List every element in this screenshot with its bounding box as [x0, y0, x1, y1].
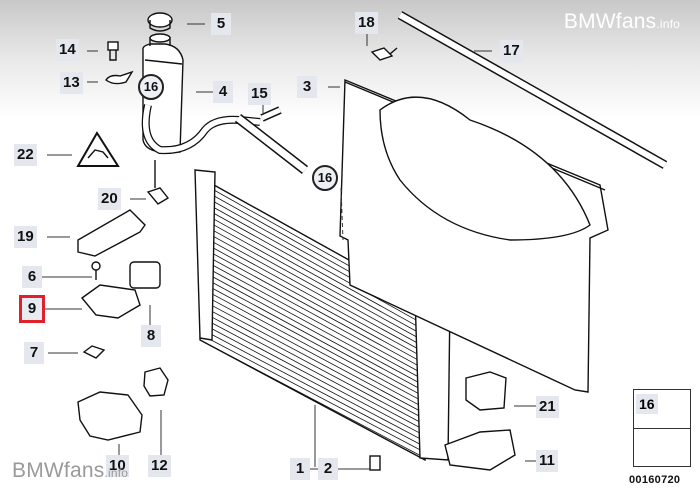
watermark-bottom: BMWfans.info — [12, 459, 128, 483]
radiator-fin — [203, 224, 428, 349]
callout-21[interactable]: 21 — [536, 396, 559, 418]
radiator-fin — [200, 328, 426, 448]
bushing[interactable] — [143, 367, 169, 397]
callout-4[interactable]: 4 — [213, 81, 233, 103]
air-duct[interactable] — [444, 429, 516, 471]
callout-1[interactable]: 1 — [290, 458, 310, 480]
screw[interactable] — [107, 41, 119, 61]
radiator-fin — [204, 207, 428, 333]
watermark-brand: BMWfans — [563, 10, 657, 33]
radiator-fin — [202, 242, 428, 366]
callout-16-circle[interactable]: 16 — [138, 74, 164, 100]
callout-17[interactable]: 17 — [500, 40, 523, 62]
callout-16-circle[interactable]: 16 — [312, 165, 338, 191]
expansion-tank[interactable] — [142, 33, 184, 153]
radiator-fin — [201, 276, 427, 399]
cap[interactable] — [147, 12, 173, 32]
callout-22[interactable]: 22 — [14, 144, 37, 166]
callout-15[interactable]: 15 — [248, 83, 271, 105]
callout-19[interactable]: 19 — [14, 226, 37, 248]
radiator-fin — [203, 219, 428, 344]
fan-shroud[interactable] — [339, 78, 609, 393]
radiator-fin — [203, 236, 428, 360]
radiator-fin — [201, 293, 427, 415]
diagram-number: 00160720 — [629, 474, 681, 486]
radiator-fin — [203, 213, 428, 338]
warning-label[interactable] — [76, 131, 120, 167]
callout-14[interactable]: 14 — [56, 39, 79, 61]
lower-mount[interactable] — [77, 391, 143, 441]
callout-2[interactable]: 2 — [318, 458, 338, 480]
screw-6[interactable] — [91, 261, 101, 280]
callout-11[interactable]: 11 — [536, 450, 558, 472]
legend-box: 16 — [633, 389, 691, 467]
rubber-mount[interactable] — [129, 261, 161, 289]
seal-strip[interactable] — [397, 11, 668, 169]
hose[interactable] — [141, 104, 309, 174]
callout-8[interactable]: 8 — [141, 325, 161, 347]
radiator-fin — [200, 310, 426, 431]
callout-18[interactable]: 18 — [355, 12, 378, 34]
radiator-fin — [201, 287, 427, 410]
callout-12[interactable]: 12 — [148, 455, 171, 477]
radiator[interactable] — [194, 169, 452, 462]
radiator-fin — [200, 305, 426, 426]
radiator-fin — [202, 265, 427, 388]
callout-9-selected[interactable]: 9 — [19, 295, 45, 323]
callout-6[interactable]: 6 — [22, 266, 42, 288]
radiator-fin — [201, 299, 426, 420]
holder[interactable] — [465, 371, 507, 411]
sensor[interactable] — [146, 160, 170, 205]
rivet[interactable] — [370, 47, 398, 61]
mount[interactable] — [80, 284, 141, 319]
radiator-fin — [200, 316, 426, 437]
watermark-suffix: .info — [104, 466, 129, 480]
radiator-fin — [200, 322, 426, 442]
radiator-fin — [199, 339, 426, 459]
washer[interactable] — [105, 70, 134, 85]
watermark-suffix: .info — [656, 17, 680, 31]
drain-plug[interactable] — [369, 455, 381, 471]
radiator-fin — [202, 259, 427, 382]
radiator-fin — [204, 201, 428, 327]
callout-7[interactable]: 7 — [24, 342, 44, 364]
legend-ref-16: 16 — [636, 394, 658, 414]
radiator-fin — [202, 247, 427, 371]
callout-10[interactable]: 10 — [106, 455, 129, 477]
radiator-fin — [203, 230, 428, 355]
radiator-fin — [201, 282, 427, 404]
radiator-fin — [199, 333, 426, 453]
radiator-fin — [202, 253, 427, 377]
watermark-top: BMWfans.info — [564, 10, 680, 34]
legend-hose-clamp-row: 16 — [634, 390, 690, 429]
clip-nut[interactable] — [82, 345, 106, 359]
callout-5[interactable]: 5 — [211, 13, 231, 35]
callout-3[interactable]: 3 — [297, 76, 317, 98]
radiator-fin — [202, 270, 427, 393]
callout-20[interactable]: 20 — [98, 188, 121, 210]
callout-13[interactable]: 13 — [60, 72, 83, 94]
watermark-brand: BMWfans — [12, 459, 105, 482]
bracket[interactable] — [77, 209, 146, 257]
